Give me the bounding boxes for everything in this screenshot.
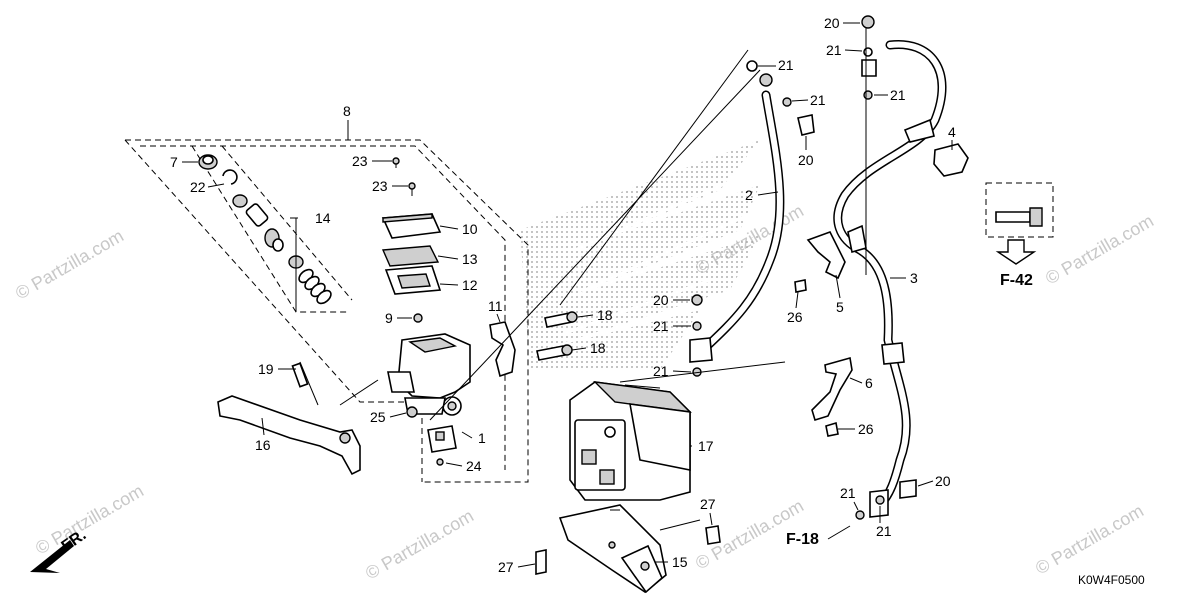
callout: 21 <box>778 57 794 73</box>
callout: 2 <box>745 187 753 203</box>
callout: 14 <box>315 210 331 226</box>
callout: 21 <box>890 87 906 103</box>
hose-clamp-5 <box>794 231 846 293</box>
callout: 4 <box>948 124 956 140</box>
callout: 20 <box>824 15 840 31</box>
piston-spring <box>298 268 332 305</box>
callout: 23 <box>372 178 388 194</box>
bolts-18 <box>536 311 578 361</box>
callout: 21 <box>826 42 842 58</box>
callout: 20 <box>798 152 814 168</box>
callout: 18 <box>597 307 613 323</box>
callout: 20 <box>653 292 669 308</box>
brake-switch <box>427 425 457 466</box>
callout-numbers: 1 2 3 4 5 6 7 8 9 10 11 12 13 14 15 16 1… <box>170 15 956 575</box>
callout: 24 <box>466 458 482 474</box>
watermark: © Partzilla.com <box>1032 500 1147 578</box>
watermark: © Partzilla.com <box>12 225 127 303</box>
callout: 21 <box>876 523 892 539</box>
callout: 27 <box>498 559 514 575</box>
callout: 8 <box>343 103 351 119</box>
callout: 7 <box>170 154 178 170</box>
hose-stay-6 <box>811 356 853 437</box>
watermark: © Partzilla.com <box>1042 210 1157 288</box>
brake-hose-2 <box>689 60 815 377</box>
callout: 25 <box>370 409 386 425</box>
callout: 26 <box>787 309 803 325</box>
callout: 15 <box>672 554 688 570</box>
callout: 18 <box>590 340 606 356</box>
callout: 1 <box>478 430 486 446</box>
diagram-code: K0W4F0500 <box>1078 573 1145 587</box>
callout: 3 <box>910 270 918 286</box>
callout: 21 <box>840 485 856 501</box>
reservoir-cap-set <box>381 157 442 295</box>
modulator-bracket-15 <box>535 504 721 594</box>
callout: 21 <box>653 318 669 334</box>
callout: 19 <box>258 361 274 377</box>
f42-reference-box <box>985 182 1054 265</box>
callout: 13 <box>462 251 478 267</box>
master-cylinder-body <box>387 313 471 418</box>
callout: 23 <box>352 153 368 169</box>
mirror-holder <box>489 321 516 378</box>
watermark: © Partzilla.com <box>32 480 147 558</box>
callout: 16 <box>255 437 271 453</box>
wheel-speed-sensor-4 <box>933 140 969 177</box>
callout: 22 <box>190 179 206 195</box>
callout: 17 <box>698 438 714 454</box>
callout: 11 <box>488 298 503 314</box>
piston-assembly <box>198 154 332 312</box>
brake-lever <box>217 361 361 476</box>
reference-f18: F-18 <box>786 531 819 548</box>
callout: 9 <box>385 310 393 326</box>
callout: 21 <box>810 92 826 108</box>
reference-f42: F-42 <box>1000 272 1033 289</box>
callout: 21 <box>653 363 669 379</box>
callout: 27 <box>700 496 716 512</box>
callout: 5 <box>836 299 844 315</box>
wing-logo-background <box>520 140 760 370</box>
callout-leaders <box>339 28 867 421</box>
callout: 6 <box>865 375 873 391</box>
callout: 12 <box>462 277 478 293</box>
callout: 20 <box>935 473 951 489</box>
callout: 10 <box>462 221 478 237</box>
watermark: © Partzilla.com <box>362 505 477 583</box>
abs-modulator-17 <box>569 381 692 501</box>
callout: 26 <box>858 421 874 437</box>
